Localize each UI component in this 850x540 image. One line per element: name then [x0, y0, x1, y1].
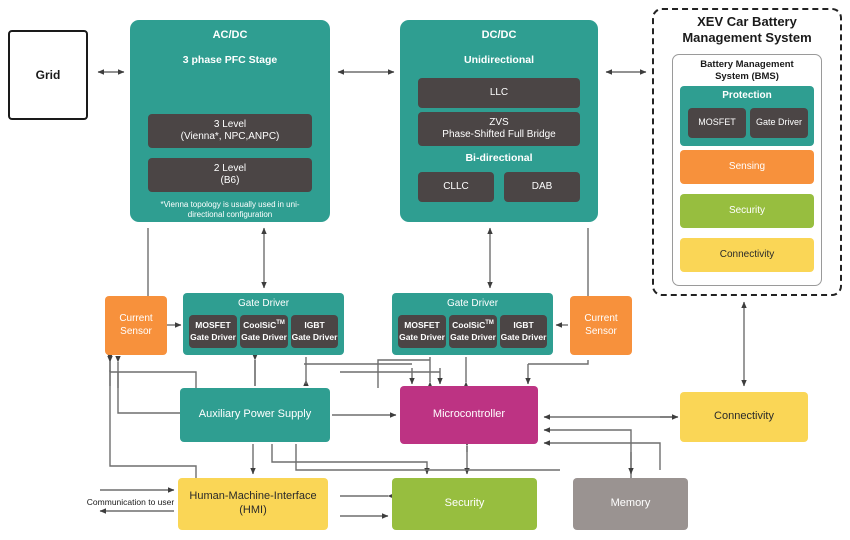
- bidirectional-label: Bi-directional: [465, 152, 533, 164]
- dab-block[interactable]: DAB: [504, 172, 580, 202]
- xev-bms-title: XEV Car Battery Management System: [660, 14, 834, 47]
- current-sensor-right-line2: Sensor: [585, 325, 617, 337]
- auxiliary-power-supply-block[interactable]: Auxiliary Power Supply: [180, 388, 330, 442]
- bms-sensing-label: Sensing: [728, 160, 766, 172]
- current-sensor-left-line1: Current: [119, 313, 153, 324]
- human-machine-interface-block[interactable]: Human-Machine-Interface (HMI): [178, 478, 328, 530]
- cllc-label: CLLC: [443, 180, 469, 192]
- bms-connectivity-block[interactable]: Connectivity: [680, 238, 814, 272]
- bms-inner-title: Battery Management System (BMS): [676, 59, 818, 84]
- current-sensor-left-block[interactable]: Current Sensor: [105, 296, 167, 355]
- gate-driver-right-title: Gate Driver: [446, 298, 499, 309]
- protection-mosfet-block[interactable]: MOSFET: [688, 108, 746, 138]
- memory-block[interactable]: Memory: [573, 478, 688, 530]
- xev-bms-title-line2: Management System: [682, 30, 812, 46]
- vienna-topology-footnote: *Vienna topology is usually used in uni-…: [142, 200, 318, 221]
- zvs-line2: Phase-Shifted Full Bridge: [442, 129, 556, 140]
- gdl-coolsic-line1: CoolSiCTM: [243, 320, 285, 331]
- zvs-phase-shifted-full-bridge-block[interactable]: ZVS Phase-Shifted Full Bridge: [418, 112, 580, 146]
- protection-gate-driver-label: Gate Driver: [755, 117, 802, 128]
- gdr-mosfet-line1: MOSFET: [404, 320, 440, 331]
- ac-dc-block[interactable]: AC/DC 3 phase PFC Stage 3 Level (Vienna*…: [130, 20, 330, 222]
- microcontroller-block[interactable]: Microcontroller: [400, 386, 538, 444]
- grid-block[interactable]: Grid: [8, 30, 88, 120]
- gate-driver-right-mosfet[interactable]: MOSFET Gate Driver: [398, 315, 446, 348]
- hmi-line2: (HMI): [239, 504, 267, 516]
- cllc-block[interactable]: CLLC: [418, 172, 494, 202]
- three-level-topology-block[interactable]: 3 Level (Vienna*, NPC,ANPC): [148, 114, 312, 148]
- two-level-topology-block[interactable]: 2 Level (B6): [148, 158, 312, 192]
- gdr-coolsic-line1: CoolSiCTM: [452, 320, 494, 331]
- bms-inner-title-line2: System (BMS): [715, 71, 779, 83]
- gdl-igbt-line2: Gate Driver: [291, 331, 338, 342]
- two-level-line1: 2 Level: [213, 162, 247, 174]
- three-level-line1: 3 Level: [213, 118, 247, 130]
- zvs-line1: ZVS: [489, 116, 509, 128]
- current-sensor-right-block[interactable]: Current Sensor: [570, 296, 632, 355]
- bms-inner-title-line1: Battery Management: [700, 59, 794, 70]
- protection-mosfet-label: MOSFET: [698, 117, 736, 128]
- grid-label: Grid: [35, 67, 61, 82]
- gdr-coolsic-line2: Gate Driver: [450, 331, 496, 342]
- auxiliary-power-supply-label: Auxiliary Power Supply: [198, 408, 312, 421]
- llc-label: LLC: [489, 86, 509, 98]
- security-label: Security: [444, 497, 485, 510]
- gate-driver-right-coolsic[interactable]: CoolSiCTM Gate Driver: [449, 315, 497, 348]
- gdl-mosfet-line1: MOSFET: [195, 320, 231, 331]
- gdl-igbt-line1: IGBT: [304, 320, 325, 331]
- bms-sensing-block[interactable]: Sensing: [680, 150, 814, 184]
- gate-driver-left-mosfet[interactable]: MOSFET Gate Driver: [189, 315, 237, 348]
- communication-to-user-label: Communication to user: [86, 497, 175, 507]
- current-sensor-left-line2: Sensor: [120, 325, 152, 337]
- memory-label: Memory: [610, 497, 651, 510]
- security-block[interactable]: Security: [392, 478, 537, 530]
- gdl-mosfet-line2: Gate Driver: [190, 331, 236, 342]
- three-level-line2: (Vienna*, NPC,ANPC): [180, 131, 280, 142]
- unidirectional-label: Unidirectional: [463, 54, 534, 66]
- protection-label: Protection: [722, 90, 772, 101]
- dc-dc-title: DC/DC: [481, 29, 517, 41]
- bms-connectivity-label: Connectivity: [719, 248, 775, 260]
- connectivity-block[interactable]: Connectivity: [680, 392, 808, 442]
- bms-security-block[interactable]: Security: [680, 194, 814, 228]
- gdl-coolsic-line2: Gate Driver: [241, 331, 287, 342]
- gdr-igbt-line1: IGBT: [513, 320, 534, 331]
- hmi-line1: Human-Machine-Interface: [189, 490, 317, 503]
- gate-driver-left-block[interactable]: Gate Driver MOSFET Gate Driver CoolSiCTM…: [183, 293, 344, 355]
- current-sensor-right-line1: Current: [584, 313, 618, 324]
- footnote-line2: directional configuration: [187, 210, 273, 220]
- gdr-mosfet-line2: Gate Driver: [399, 331, 445, 342]
- connectivity-label: Connectivity: [714, 410, 774, 423]
- xev-bms-title-line1: XEV Car Battery: [697, 14, 797, 29]
- gate-driver-right-igbt[interactable]: IGBT Gate Driver: [500, 315, 547, 348]
- llc-block[interactable]: LLC: [418, 78, 580, 108]
- dab-label: DAB: [531, 180, 553, 192]
- bms-protection-block[interactable]: Protection MOSFET Gate Driver: [680, 86, 814, 146]
- microcontroller-label: Microcontroller: [432, 408, 506, 421]
- dc-dc-block[interactable]: DC/DC Unidirectional LLC ZVS Phase-Shift…: [400, 20, 598, 222]
- gate-driver-left-igbt[interactable]: IGBT Gate Driver: [291, 315, 338, 348]
- ac-dc-title: AC/DC: [212, 29, 248, 41]
- protection-gate-driver-block[interactable]: Gate Driver: [750, 108, 808, 138]
- gate-driver-left-title: Gate Driver: [237, 298, 290, 309]
- gate-driver-right-block[interactable]: Gate Driver MOSFET Gate Driver CoolSiCTM…: [392, 293, 553, 355]
- bms-security-label: Security: [728, 204, 766, 216]
- gate-driver-left-coolsic[interactable]: CoolSiCTM Gate Driver: [240, 315, 288, 348]
- footnote-line1: *Vienna topology is usually used in uni-: [160, 200, 300, 209]
- two-level-line2: (B6): [220, 175, 240, 186]
- gdr-igbt-line2: Gate Driver: [500, 331, 547, 342]
- ac-dc-subtitle: 3 phase PFC Stage: [182, 54, 278, 66]
